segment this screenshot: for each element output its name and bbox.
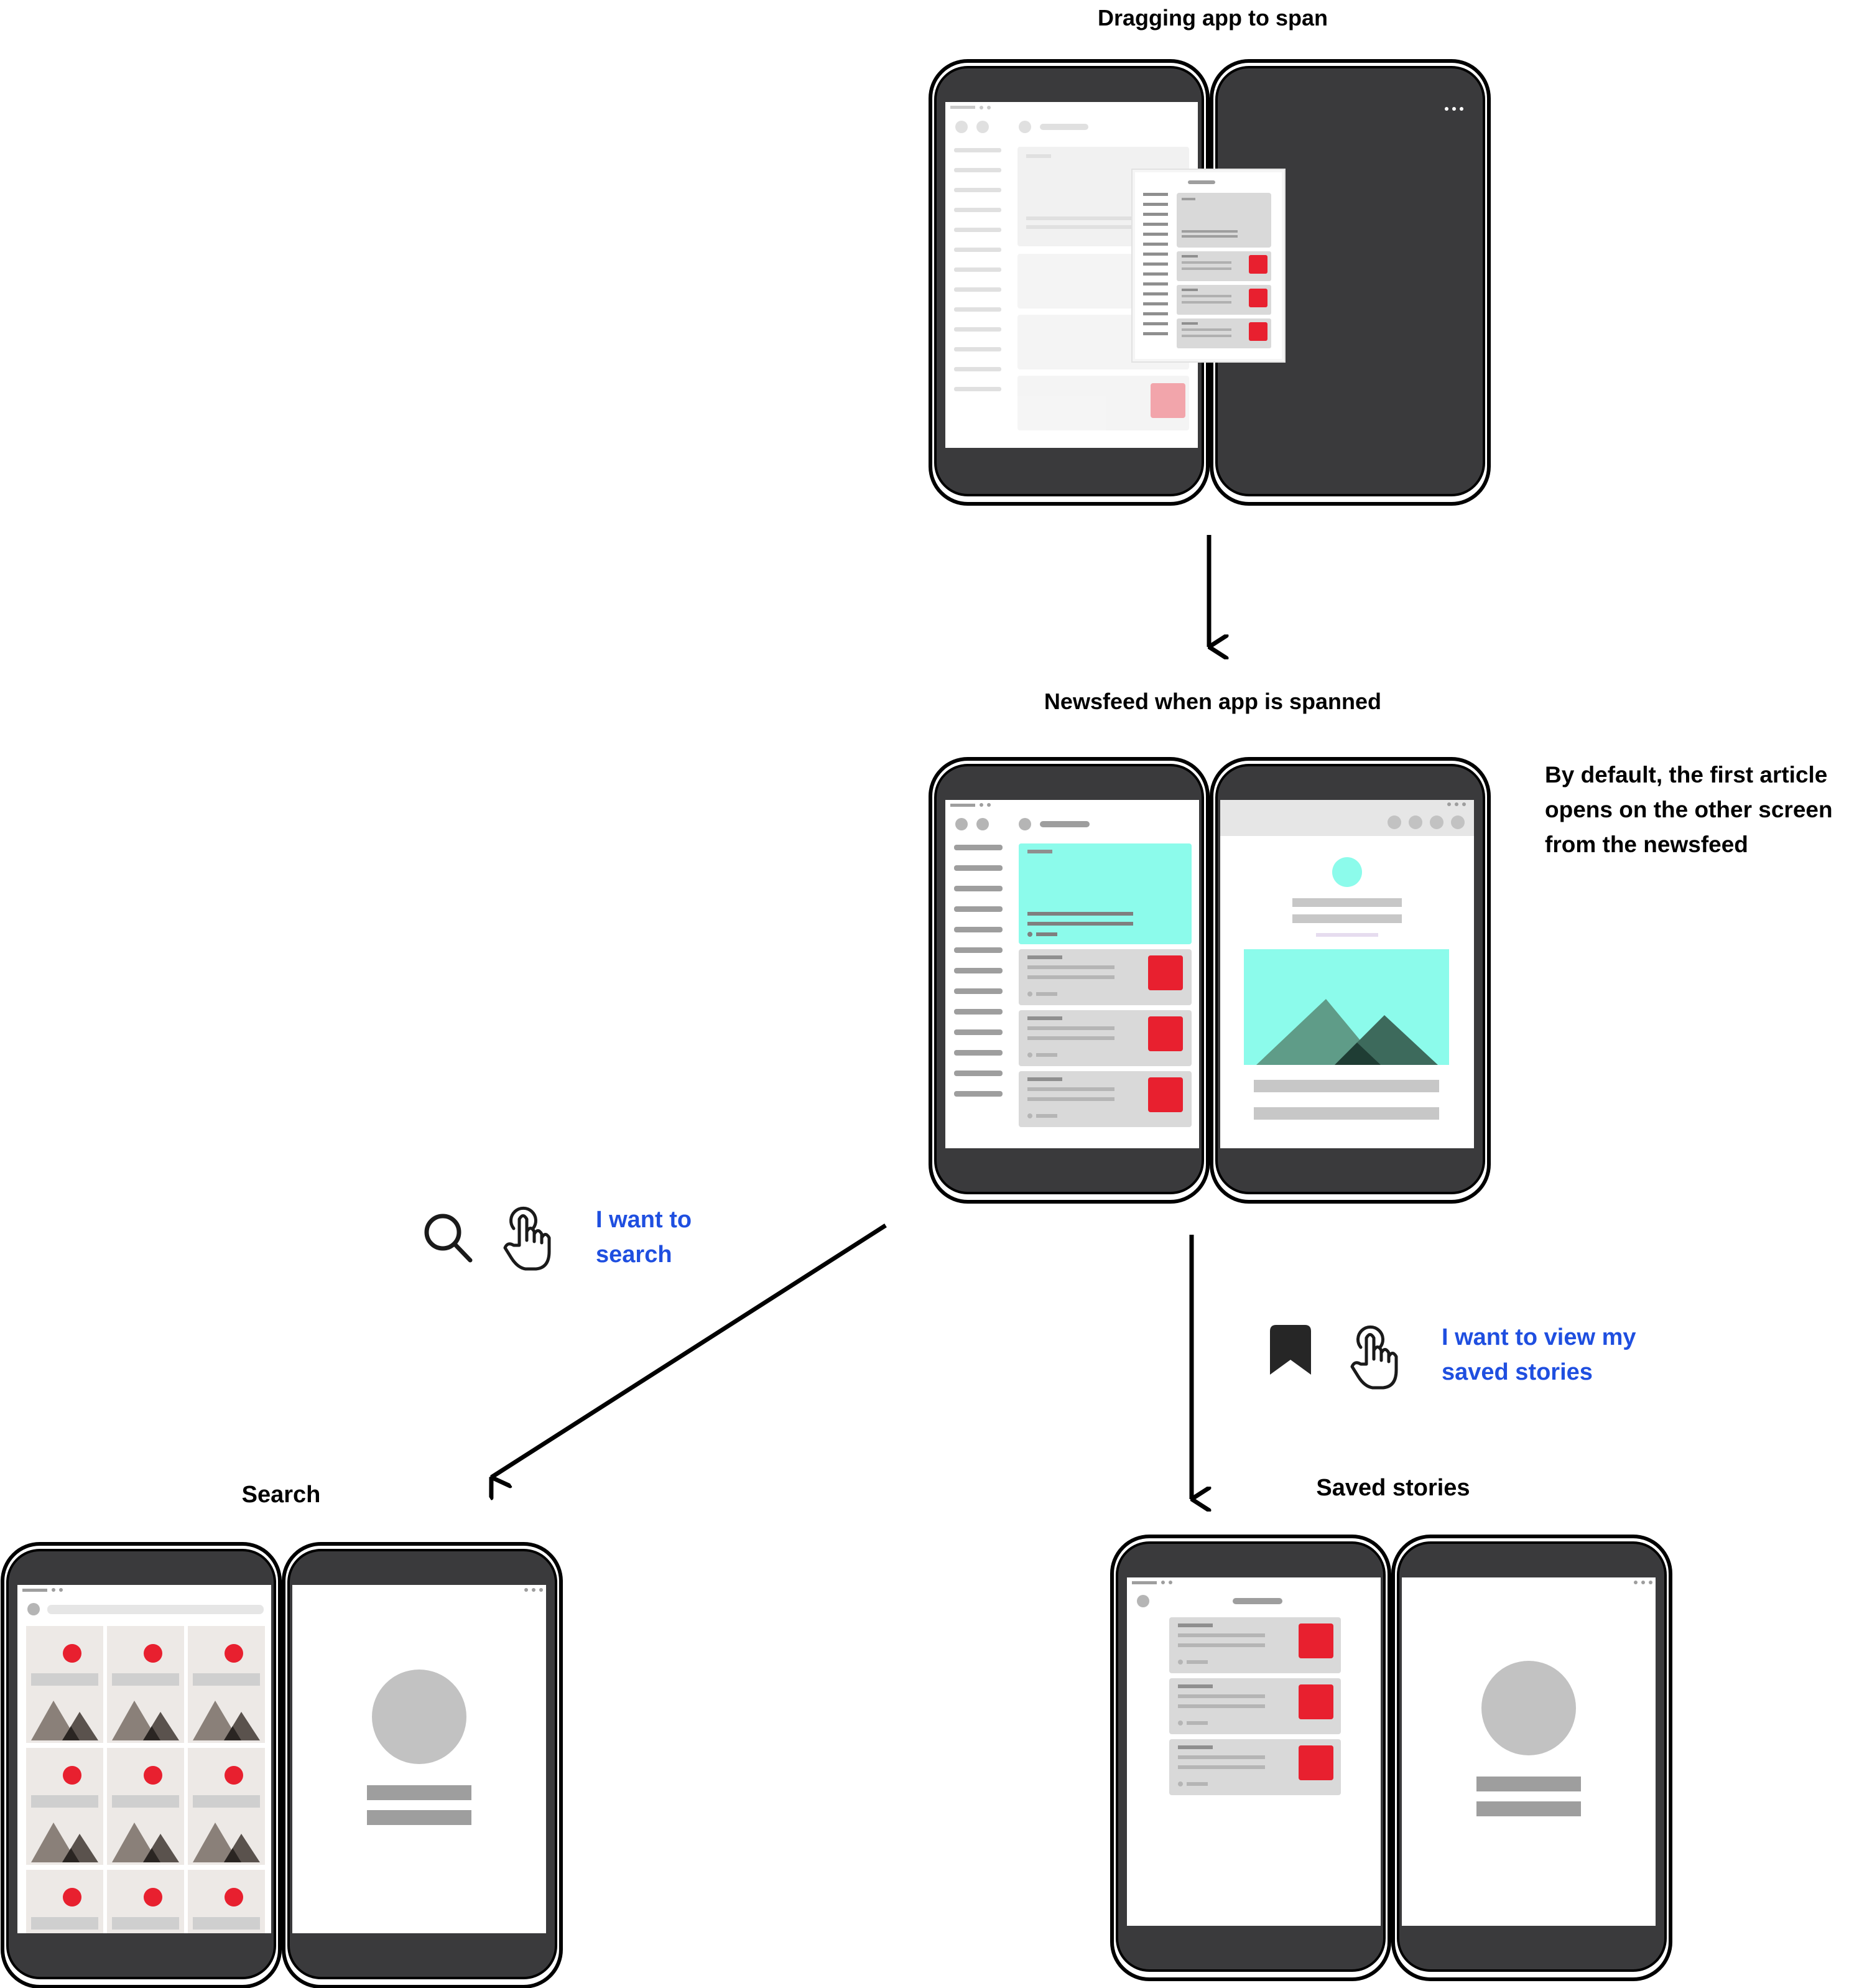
article-card — [1019, 1071, 1192, 1127]
title-saved: Saved stories — [1316, 1475, 1470, 1501]
title-search: Search — [242, 1482, 321, 1508]
featured-article-card — [1019, 843, 1192, 944]
note-line-1: By default, the first article — [1545, 762, 1827, 787]
action-saved-line-2[interactable]: saved stories — [1442, 1359, 1593, 1385]
hand-tap-icon — [503, 1206, 551, 1271]
saved-story-card — [1169, 1678, 1341, 1734]
bookmark-icon — [1270, 1325, 1311, 1375]
device-saved — [1110, 1535, 1672, 1981]
search-result-tile[interactable] — [188, 1626, 265, 1743]
hero-image — [1244, 949, 1449, 1065]
saved-stories-screen — [1127, 1577, 1381, 1926]
search-result-tile[interactable] — [26, 1870, 103, 1933]
profile-placeholder-screen — [1402, 1577, 1656, 1926]
note-line-2: opens on the other screen — [1545, 797, 1833, 822]
saved-story-card — [1169, 1739, 1341, 1795]
saved-story-card — [1169, 1617, 1341, 1673]
search-icon — [424, 1214, 473, 1263]
arrow-to-search — [491, 1224, 887, 1477]
more-icon — [1445, 107, 1463, 111]
newsfeed-screen — [945, 800, 1199, 1148]
search-result-tile[interactable] — [107, 1870, 184, 1933]
search-bar[interactable] — [47, 1605, 264, 1614]
note-line-3: from the newsfeed — [1545, 832, 1748, 857]
search-results-screen — [17, 1585, 271, 1933]
search-result-tile[interactable] — [107, 1748, 184, 1865]
title-dragging: Dragging app to span — [1098, 5, 1328, 30]
profile-placeholder-screen — [292, 1585, 546, 1933]
action-search-line-1[interactable]: I want to — [596, 1207, 692, 1233]
title-spanned: Newsfeed when app is spanned — [1044, 689, 1381, 714]
search-result-tile[interactable] — [188, 1748, 265, 1865]
search-result-tile[interactable] — [188, 1870, 265, 1933]
article-card — [1019, 1010, 1192, 1066]
device-spanned — [929, 757, 1491, 1204]
hand-tap-icon — [1350, 1325, 1398, 1390]
device-dragging — [929, 59, 1491, 506]
search-result-tile[interactable] — [107, 1626, 184, 1743]
device-search — [1, 1542, 563, 1988]
action-saved-line-1[interactable]: I want to view my — [1442, 1324, 1636, 1350]
action-search-line-2[interactable]: search — [596, 1242, 672, 1268]
search-result-tile[interactable] — [26, 1748, 103, 1865]
dragged-window — [1131, 169, 1286, 363]
search-result-tile[interactable] — [26, 1626, 103, 1743]
author-avatar — [1332, 857, 1362, 887]
article-card — [1019, 949, 1192, 1005]
article-screen — [1220, 800, 1474, 1148]
